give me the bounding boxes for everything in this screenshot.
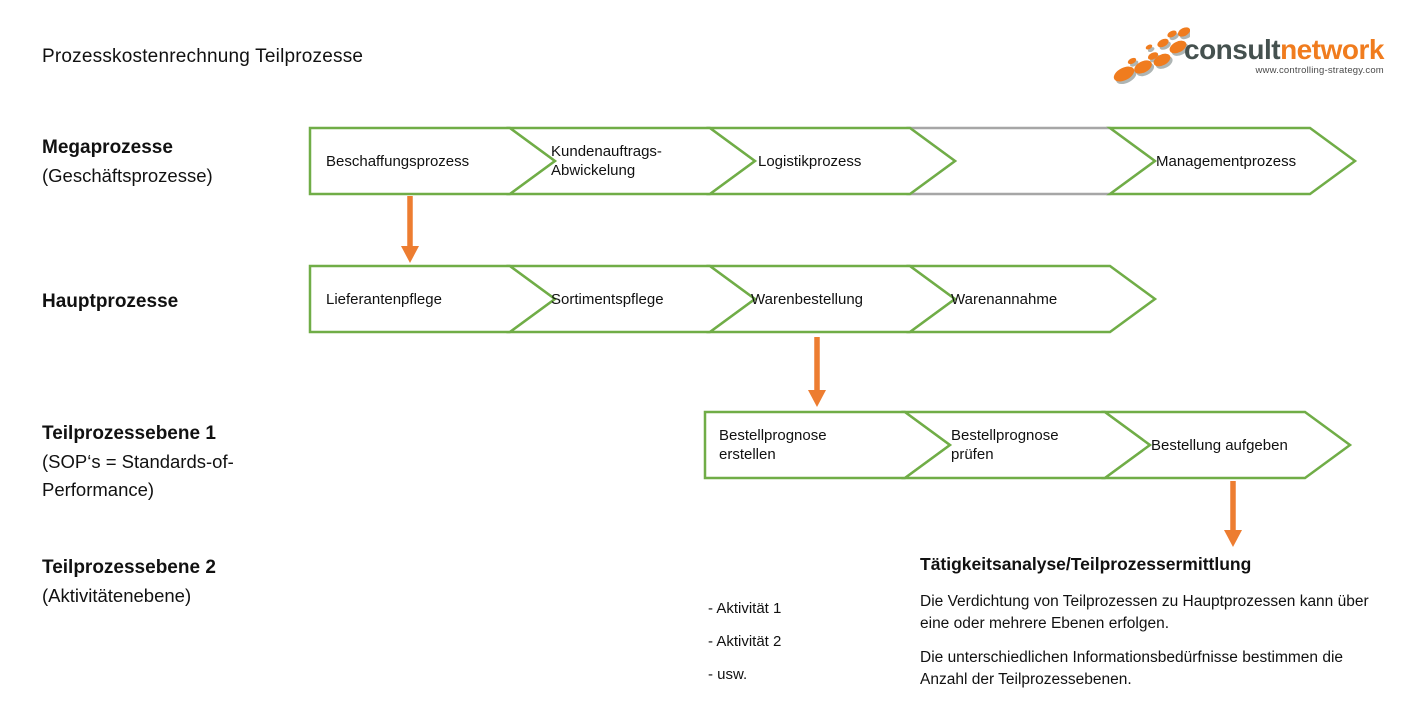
level-subtitle: (Geschäftsprozesse): [42, 165, 213, 186]
segment-label: Warenannahme: [951, 290, 1058, 308]
analysis-paragraph-2: Die unterschiedlichen Informationsbedürf…: [920, 649, 1344, 688]
megaprozesse-chevron-band: [308, 126, 1358, 196]
hauptprozesse-chevron-band: [308, 264, 1158, 334]
list-item: - usw.: [708, 666, 748, 683]
level-label-megaprozesse: Megaprozesse (Geschäftsprozesse): [42, 134, 342, 190]
level-label-hauptprozesse: Hauptprozesse: [42, 288, 342, 316]
segment-label: Logistikprozess: [758, 152, 862, 170]
segment-label: Lieferantenpflege: [326, 290, 442, 308]
analysis-block: Tätigkeitsanalyse/Teilprozessermittlung …: [920, 554, 1390, 703]
segment-label: Beschaffungsprozess: [326, 152, 470, 170]
logo-dots-icon: [1113, 27, 1190, 85]
logo-wordmark: consultnetwork: [1184, 36, 1384, 64]
level-subtitle: (Aktivitätenebene): [42, 585, 192, 606]
arrow-hauptprozess-to-teilprozess: [808, 337, 826, 407]
logo-dots: [1113, 27, 1190, 82]
activities-list: - Aktivität 1 - Aktivität 2 - usw.: [708, 592, 781, 691]
level-title: Teilprozessebene 2: [42, 557, 216, 578]
logo-url: www.controlling-strategy.com: [1255, 65, 1384, 76]
chevron-segment: [1106, 126, 1358, 196]
chevron-segment: [706, 126, 958, 196]
level-subtitle: (SOP‘s = Standards-of-Performance): [42, 451, 234, 500]
arrow-teilprozess-to-analyse: [1224, 481, 1242, 547]
segment-label: Kundenauftrags-Abwickelung: [551, 143, 662, 179]
teilprozesse-chevron-band: [703, 410, 1353, 480]
segment-label: Managementprozess: [1156, 152, 1297, 170]
segment-label: Bestellprognose prüfen: [951, 427, 1059, 463]
logo: consultnetwork www.controlling-strategy.…: [1112, 24, 1384, 86]
level-title: Megaprozesse: [42, 137, 173, 158]
level-label-teilprozessebene-1: Teilprozessebene 1 (SOP‘s = Standards-of…: [42, 420, 342, 504]
list-item: - Aktivität 1: [708, 600, 782, 617]
logo-consult: consult: [1184, 34, 1281, 65]
analysis-heading: Tätigkeitsanalyse/Teilprozessermittlung: [920, 554, 1252, 574]
segment-label: Sortimentspflege: [551, 290, 664, 308]
segment-label: Bestellung aufgeben: [1151, 436, 1288, 454]
segment-label: Warenbestellung: [751, 290, 864, 308]
list-item: - Aktivität 2: [708, 633, 782, 650]
level-label-teilprozessebene-2: Teilprozessebene 2 (Aktivitätenebene): [42, 554, 342, 610]
level-title: Hauptprozesse: [42, 291, 179, 312]
page-title: Prozesskostenrechnung Teilprozesse: [42, 46, 364, 67]
level-title: Teilprozessebene 1: [42, 423, 216, 444]
logo-network: network: [1280, 34, 1384, 65]
segment-label: Bestellprognose erstellen: [719, 427, 827, 463]
arrow-megaprozess-to-hauptprozess: [401, 196, 419, 263]
chevron-segment: [906, 264, 1158, 334]
analysis-paragraph-1: Die Verdichtung von Teilprozessen zu Hau…: [920, 593, 1369, 632]
chevron-segment: [1101, 410, 1353, 480]
